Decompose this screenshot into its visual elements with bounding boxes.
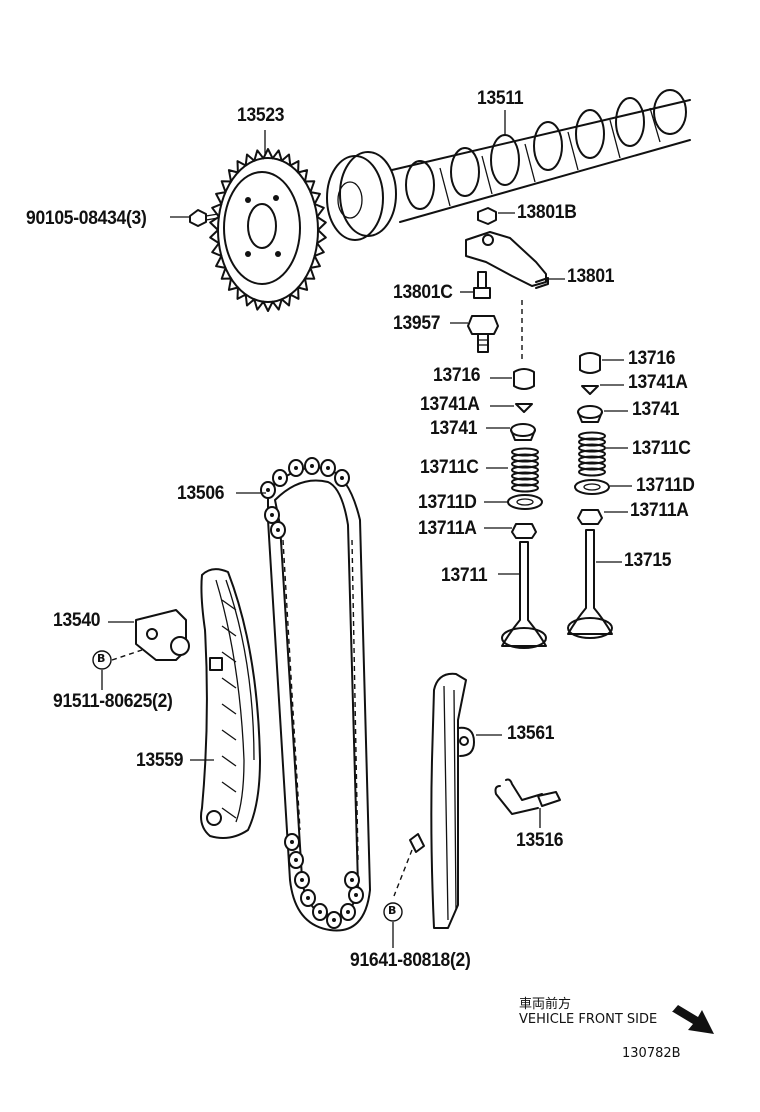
orientation-english: VEHICLE FRONT SIDE: [519, 1012, 658, 1027]
marker-b-right: B: [388, 904, 397, 917]
sprocket-bolt: [170, 209, 219, 227]
marker-b-left: B: [97, 652, 106, 665]
diagram-reference-number: 130782B: [622, 1046, 681, 1061]
chain-tensioner: [108, 609, 190, 661]
label-13711C-right: 13711C: [632, 438, 691, 459]
label-13516: 13516: [516, 830, 564, 851]
label-13711C-left: 13711C: [420, 457, 479, 478]
label-91511-80625: 91511-80625(2): [53, 691, 173, 712]
label-13711A-left: 13711A: [418, 518, 477, 539]
label-13561: 13561: [507, 723, 555, 744]
valve-stack-right: [567, 352, 632, 639]
front-direction-arrow: [672, 1005, 714, 1034]
label-13741-left: 13741: [430, 418, 478, 439]
label-13716-left: 13716: [433, 365, 481, 386]
label-13711D-left: 13711D: [418, 492, 477, 513]
label-13715: 13715: [624, 550, 672, 571]
timing-chain: [236, 457, 371, 932]
label-13716-right: 13716: [628, 348, 676, 369]
label-13711: 13711: [441, 565, 488, 586]
label-13506: 13506: [177, 483, 225, 504]
label-13957: 13957: [393, 313, 441, 334]
label-13559: 13559: [136, 750, 184, 771]
chain-slipper: [190, 568, 261, 839]
camshaft: [326, 89, 691, 241]
label-13511: 13511: [477, 88, 524, 109]
lash-adjuster-13957: [450, 315, 499, 353]
label-13523: 13523: [237, 105, 285, 126]
label-13711A-right: 13711A: [630, 500, 689, 521]
orientation-japanese: 車両前方: [519, 997, 572, 1012]
label-90105-08434: 90105-08434(3): [26, 208, 147, 229]
lash-adjuster-13801C: [460, 271, 491, 299]
label-91641-80818: 91641-80818(2): [350, 950, 471, 971]
label-13801B: 13801B: [517, 202, 577, 223]
chain-vibration-damper: [393, 672, 502, 929]
camshaft-sprocket: [209, 130, 327, 312]
label-13711D-right: 13711D: [636, 475, 695, 496]
oil-jet-13516: [494, 778, 561, 828]
label-13741-right: 13741: [632, 399, 680, 420]
label-13741A-left: 13741A: [420, 394, 480, 415]
label-13540: 13540: [53, 610, 101, 631]
rocker-arm: [465, 207, 565, 362]
label-13801: 13801: [567, 266, 615, 287]
label-13801C: 13801C: [393, 282, 453, 303]
valve-stack-left: [484, 368, 547, 649]
label-13741A-right: 13741A: [628, 372, 688, 393]
